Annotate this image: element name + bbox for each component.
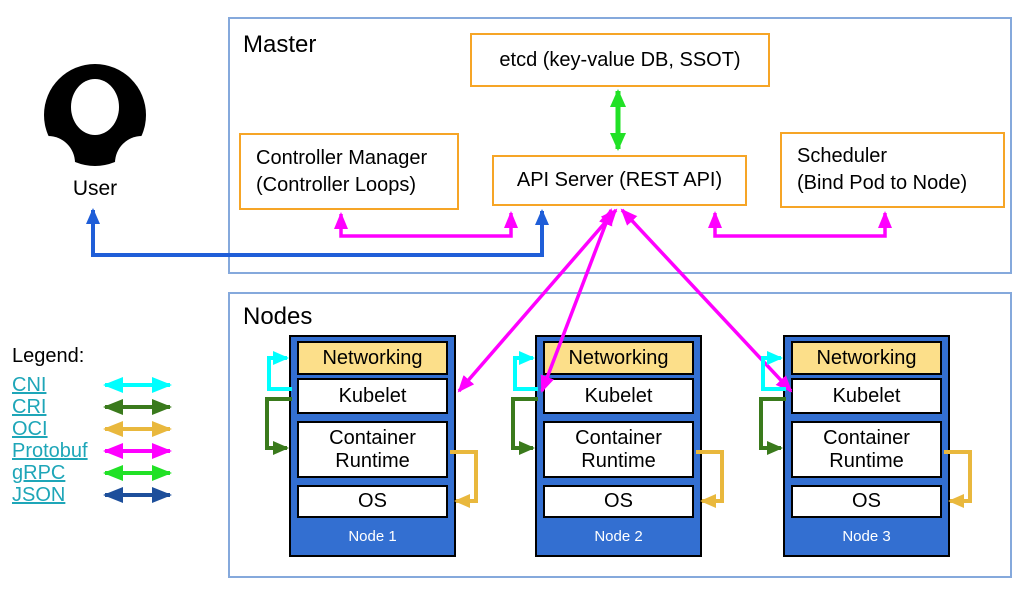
container-runtime-label: Container Runtime bbox=[575, 426, 662, 472]
legend-row-protobuf: Protobuf bbox=[12, 440, 178, 462]
api-server-label: API Server (REST API) bbox=[516, 169, 723, 191]
user-avatar-icon bbox=[42, 64, 148, 170]
node2-kubelet-box: Kubelet bbox=[543, 378, 694, 414]
etcd-label: etcd (key-value DB, SSOT) bbox=[499, 48, 741, 71]
controller-manager-label-line1: Controller Manager bbox=[256, 146, 428, 169]
node1-os-box: OS bbox=[297, 485, 448, 518]
legend-link-grpc[interactable]: gRPC bbox=[12, 461, 66, 484]
scheduler-box: Scheduler (Bind Pod to Node) bbox=[780, 132, 1005, 208]
controller-manager-label-line2: (Controller Loops) bbox=[256, 173, 417, 196]
legend-row-cri: CRI bbox=[12, 396, 178, 418]
kubelet-label: Kubelet bbox=[584, 384, 653, 407]
legend-link-cni[interactable]: CNI bbox=[12, 373, 47, 396]
node-1: Networking Kubelet Container Runtime OS … bbox=[289, 335, 456, 557]
user-label: User bbox=[72, 177, 118, 200]
node-3: Networking Kubelet Container Runtime OS … bbox=[783, 335, 950, 557]
os-label: OS bbox=[852, 490, 881, 512]
nodes-box bbox=[228, 292, 1012, 578]
node1-kubelet-box: Kubelet bbox=[297, 378, 448, 414]
networking-label: Networking bbox=[322, 346, 423, 369]
node2-container-runtime-box: Container Runtime bbox=[543, 421, 694, 478]
node1-label: Node 1 bbox=[348, 528, 397, 545]
scheduler-label-line2: (Bind Pod to Node) bbox=[797, 172, 968, 194]
node2-label: Node 2 bbox=[594, 528, 643, 545]
master-box bbox=[228, 17, 1012, 274]
cri-arrow-icon bbox=[103, 399, 172, 415]
legend-title: Legend: bbox=[12, 345, 85, 367]
kubelet-label: Kubelet bbox=[832, 384, 901, 407]
node3-container-runtime-box: Container Runtime bbox=[791, 421, 942, 478]
legend-link-protobuf[interactable]: Protobuf bbox=[12, 439, 88, 462]
legend-link-oci[interactable]: OCI bbox=[12, 417, 48, 440]
grpc-arrow-icon bbox=[103, 465, 172, 481]
node3-kubelet-box: Kubelet bbox=[791, 378, 942, 414]
container-runtime-label: Container Runtime bbox=[329, 426, 416, 472]
nodes-title: Nodes bbox=[243, 303, 313, 330]
legend-link-json[interactable]: JSON bbox=[12, 483, 66, 506]
kubelet-label: Kubelet bbox=[338, 384, 407, 407]
networking-label: Networking bbox=[568, 346, 669, 369]
legend-link-cri[interactable]: CRI bbox=[12, 395, 47, 418]
networking-label: Networking bbox=[816, 346, 917, 369]
legend-row-cni: CNI bbox=[12, 374, 178, 396]
cni-arrow-icon bbox=[103, 377, 172, 393]
node3-label: Node 3 bbox=[842, 528, 891, 545]
node3-os-box: OS bbox=[791, 485, 942, 518]
etcd-box: etcd (key-value DB, SSOT) bbox=[470, 33, 770, 87]
node-2: Networking Kubelet Container Runtime OS … bbox=[535, 335, 702, 557]
oci-arrow-icon bbox=[103, 421, 172, 437]
legend: Legend: CNI CRI OCI Protobuf gRPC bbox=[12, 345, 178, 506]
master-title: Master bbox=[243, 31, 317, 58]
os-label: OS bbox=[604, 490, 633, 512]
legend-row-oci: OCI bbox=[12, 418, 178, 440]
node1-container-runtime-box: Container Runtime bbox=[297, 421, 448, 478]
legend-row-json: JSON bbox=[12, 484, 178, 506]
scheduler-label-line1: Scheduler bbox=[797, 145, 888, 167]
node2-networking-box: Networking bbox=[543, 341, 694, 375]
node3-networking-box: Networking bbox=[791, 341, 942, 375]
legend-row-grpc: gRPC bbox=[12, 462, 178, 484]
container-runtime-label: Container Runtime bbox=[823, 426, 910, 472]
api-server-box: API Server (REST API) bbox=[492, 155, 747, 206]
protobuf-arrow-icon bbox=[103, 443, 172, 459]
node2-os-box: OS bbox=[543, 485, 694, 518]
json-arrow-icon bbox=[103, 487, 172, 503]
os-label: OS bbox=[358, 490, 387, 512]
controller-manager-box: Controller Manager (Controller Loops) bbox=[239, 133, 459, 210]
node1-networking-box: Networking bbox=[297, 341, 448, 375]
